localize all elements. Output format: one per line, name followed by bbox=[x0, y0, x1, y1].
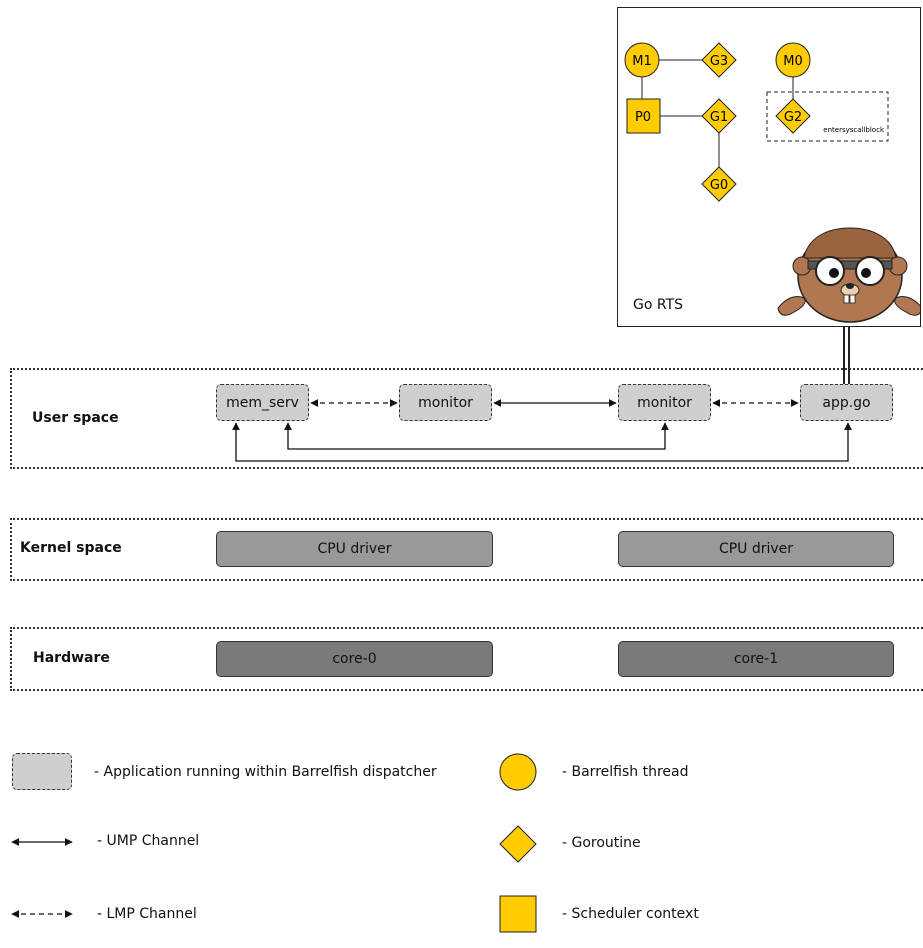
kernel-space-band bbox=[10, 518, 923, 581]
hardware-band bbox=[10, 627, 923, 691]
goroutine-g2-diamond bbox=[775, 98, 811, 134]
legend-scheduler-square bbox=[499, 895, 537, 933]
legend-ump-text: - UMP Channel bbox=[97, 833, 200, 849]
legend-lmp-text: - LMP Channel bbox=[97, 906, 197, 922]
user-space-band bbox=[10, 368, 923, 469]
legend-thread-text: - Barrelfish thread bbox=[562, 764, 689, 780]
goroutine-g1-diamond bbox=[701, 98, 737, 134]
thread-m1-label: M1 bbox=[632, 54, 652, 69]
scheduler-p0-square bbox=[626, 98, 661, 134]
monitor-box-1: monitor bbox=[618, 384, 711, 421]
go-rts-graph: M1 G3 P0 G1 G0 M0 G2 entersyscallblock bbox=[624, 42, 920, 323]
user-space-label: User space bbox=[32, 410, 119, 426]
mem-serv-box: mem_serv bbox=[216, 384, 309, 421]
kernel-space-label: Kernel space bbox=[20, 540, 122, 556]
thread-m1-circle bbox=[624, 42, 660, 78]
rts-link-line-right bbox=[848, 326, 850, 387]
goroutine-g0-label: G0 bbox=[710, 178, 728, 193]
goroutine-g2-label: G2 bbox=[784, 110, 802, 125]
legend-scheduler-text: - Scheduler context bbox=[562, 906, 699, 922]
goroutine-g3-diamond bbox=[701, 42, 737, 78]
legend-app-text: - Application running within Barrelfish … bbox=[94, 764, 437, 780]
hardware-label: Hardware bbox=[33, 650, 110, 666]
scheduler-p0-label: P0 bbox=[635, 110, 651, 125]
core-0-box: core-0 bbox=[216, 641, 493, 677]
thread-m0-label: M0 bbox=[783, 54, 803, 69]
gopher-icon bbox=[777, 227, 920, 323]
legend-app-swatch bbox=[12, 753, 72, 790]
go-rts-panel: M1 G3 P0 G1 G0 M0 G2 entersyscallblock bbox=[617, 7, 921, 327]
legend-goroutine-text: - Goroutine bbox=[562, 835, 641, 851]
cpu-driver-box-0: CPU driver bbox=[216, 531, 493, 567]
cpu-driver-box-1: CPU driver bbox=[618, 531, 894, 567]
rts-link-line-left bbox=[843, 326, 845, 387]
syscall-label: entersyscallblock bbox=[823, 126, 885, 134]
legend-shapes bbox=[499, 753, 537, 933]
goroutine-g0-diamond bbox=[701, 166, 737, 202]
app-go-box: app.go bbox=[800, 384, 893, 421]
core-1-box: core-1 bbox=[618, 641, 894, 677]
syscall-block-box bbox=[766, 91, 889, 142]
goroutine-g1-label: G1 bbox=[710, 110, 728, 125]
thread-m0-circle bbox=[775, 42, 811, 78]
legend-thread-circle bbox=[499, 753, 537, 791]
monitor-box-0: monitor bbox=[399, 384, 492, 421]
go-rts-title: Go RTS bbox=[633, 297, 684, 313]
goroutine-g3-label: G3 bbox=[710, 54, 728, 69]
legend-goroutine-diamond bbox=[499, 825, 537, 863]
